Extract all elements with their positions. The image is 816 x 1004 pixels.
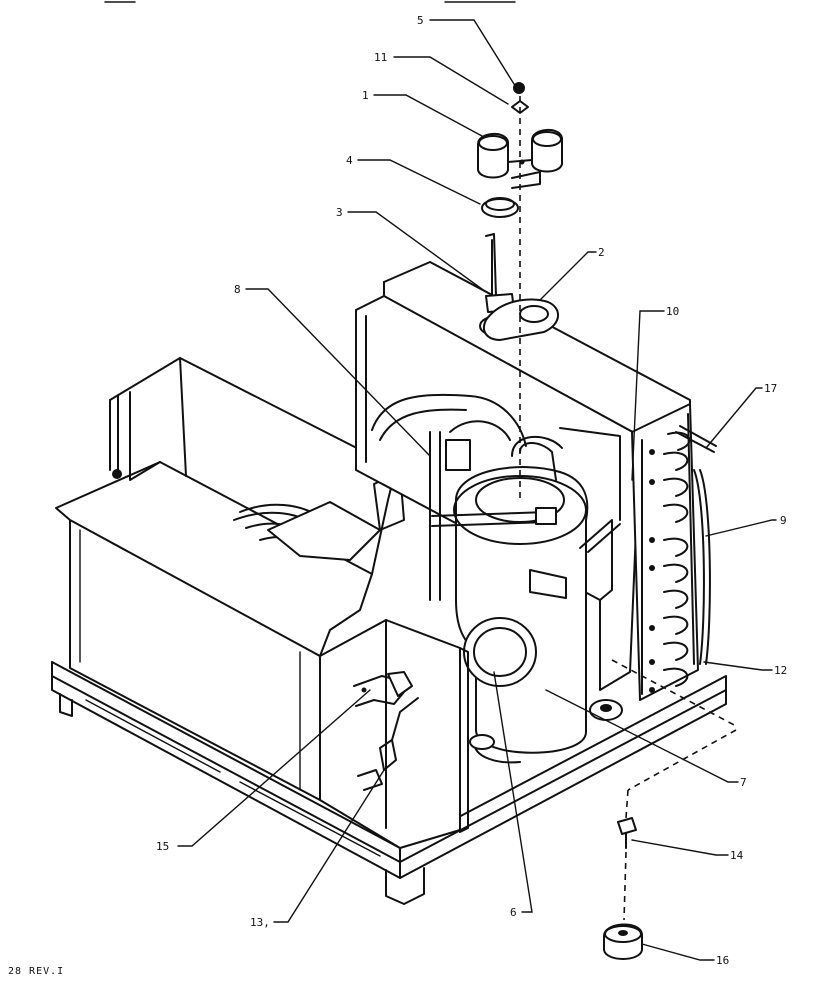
callout-9: 9 [780, 514, 787, 527]
blower-housing [55, 357, 405, 801]
callout-4: 4 [346, 154, 353, 167]
callout-17: 17 [764, 382, 777, 395]
callout-11: 11 [374, 51, 387, 64]
callout-7: 7 [740, 776, 747, 789]
callout-12: 12 [774, 664, 787, 677]
revision-note: 28 REV.I [8, 966, 65, 977]
callout-8: 8 [234, 283, 241, 296]
callout-13: 13, [250, 916, 270, 929]
exploded-parts [469, 82, 643, 960]
control-panel [319, 619, 469, 849]
compressor [429, 420, 621, 764]
base-pan [51, 661, 727, 905]
condenser-coil [631, 403, 717, 701]
callout-5: 5 [417, 14, 424, 27]
assembly-dashed-lines [519, 96, 737, 921]
callout-10: 10 [666, 305, 679, 318]
leader-lines [177, 19, 777, 961]
coil-return-bends [663, 431, 691, 687]
callout-14: 14 [730, 849, 744, 862]
callout-3: 3 [336, 206, 343, 219]
callout-16: 16 [716, 954, 729, 967]
callout-6: 6 [510, 906, 517, 919]
callout-labels: 5 11 1 4 3 2 8 10 17 9 12 7 14 15 13, 6 … [156, 14, 787, 967]
callout-1: 1 [362, 89, 369, 102]
coil-tube-ends [649, 449, 655, 693]
callout-2: 2 [598, 246, 605, 259]
callout-15: 15 [156, 840, 169, 853]
